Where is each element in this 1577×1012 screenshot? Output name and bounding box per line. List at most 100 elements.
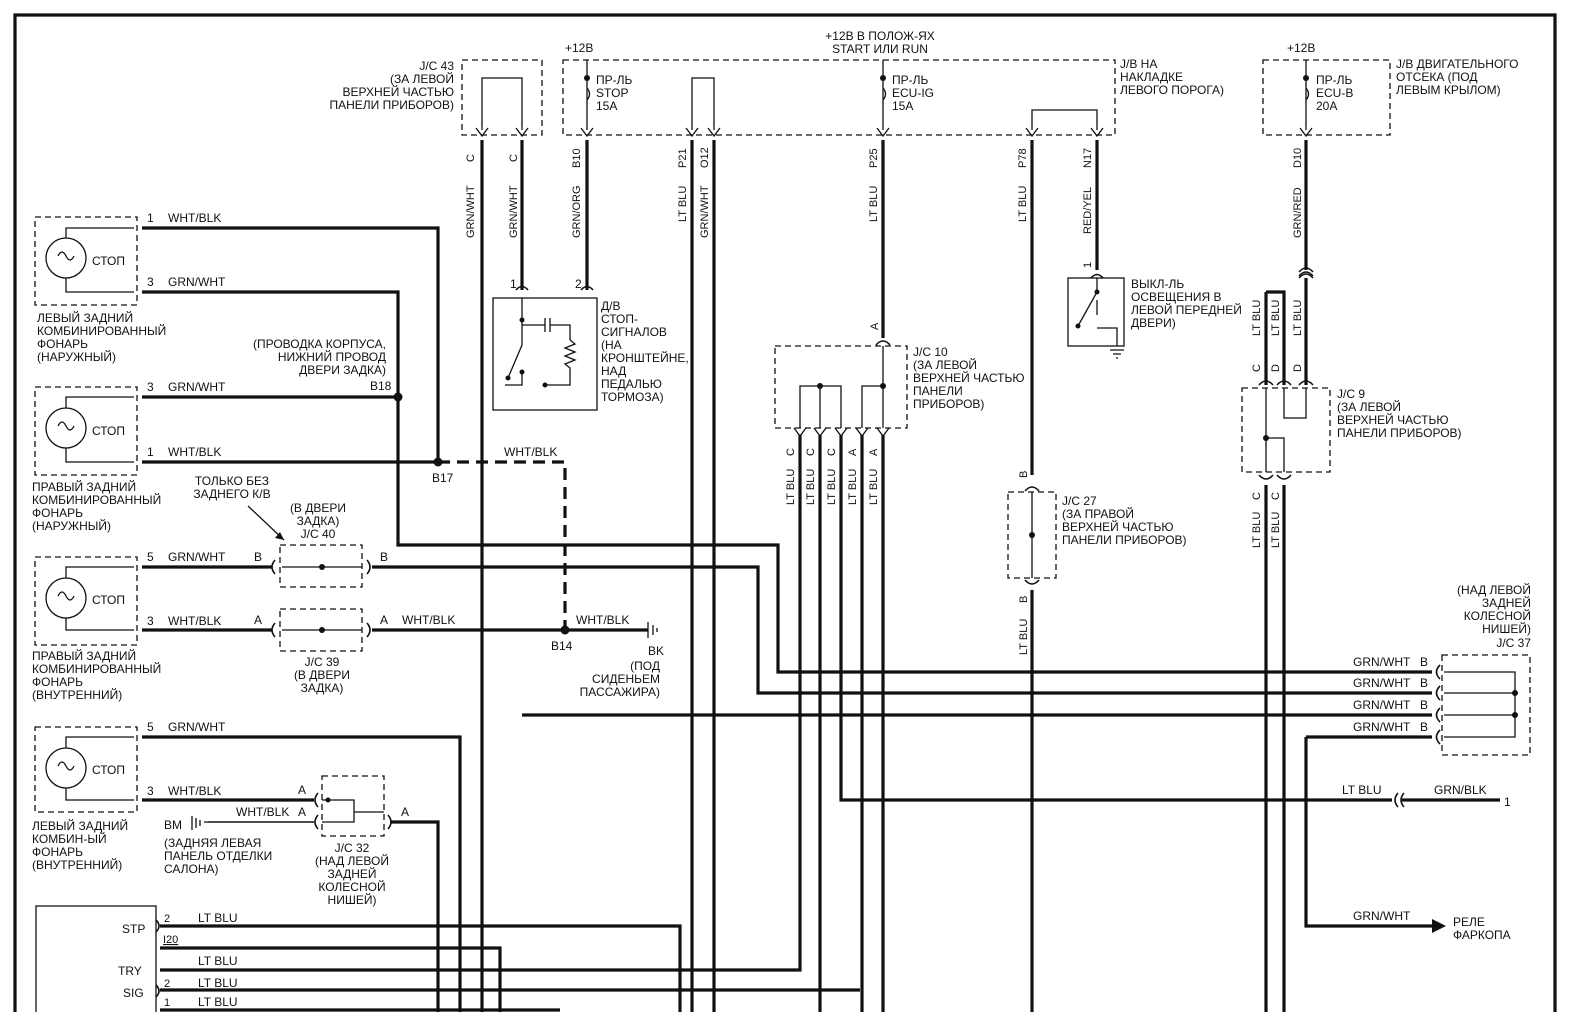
svg-text:РЕЛЕ: РЕЛЕ [1453,915,1485,929]
lamp-right-inner: СТОП 5 GRN/WHT 3 WHT/BLK ПРАВЫЙ ЗАДНИЙ К… [32,550,226,702]
svg-text:СТОП: СТОП [92,254,125,268]
jc40: (В ДВЕРИ ЗАДКА) J/C 40 B B [254,501,388,588]
svg-text:C: C [1270,492,1282,500]
svg-text:LT BLU: LT BLU [1018,619,1030,655]
ign-label-1: +12В В ПОЛОЖ-ЯХ [825,29,935,43]
svg-text:СТОП: СТОП [92,763,125,777]
svg-text:LT BLU: LT BLU [1270,300,1282,336]
svg-text:(НАРУЖНЫЙ): (НАРУЖНЫЙ) [37,349,116,364]
svg-text:GRN/WHT: GRN/WHT [1353,655,1411,669]
svg-text:СИГНАЛОВ: СИГНАЛОВ [601,325,667,339]
svg-text:WHT/BLK: WHT/BLK [168,784,221,798]
svg-text:GRN/WHT: GRN/WHT [168,275,226,289]
svg-text:C: C [826,448,838,456]
stop-switch: 1 2 Д/В СТОП- СИГНАЛОВ (НА КРОНШТЕЙНЕ, Н… [492,277,689,411]
svg-text:A: A [298,783,306,797]
svg-text:20A: 20A [1316,99,1337,113]
svg-text:A: A [401,805,409,819]
svg-text:ЛЕВОГО ПОРОГА): ЛЕВОГО ПОРОГА) [1120,83,1224,97]
svg-text:ТОРМОЗА): ТОРМОЗА) [601,390,664,404]
svg-text:J/C 37: J/C 37 [1496,636,1531,650]
svg-text:ПАНЕЛИ ПРИБОРОВ): ПАНЕЛИ ПРИБОРОВ) [1337,426,1462,440]
svg-text:GRN/WHT: GRN/WHT [508,185,520,238]
svg-text:ДВЕРИ ЗАДКА): ДВЕРИ ЗАДКА) [299,363,386,377]
svg-text:ПЕДАЛЬЮ: ПЕДАЛЬЮ [601,377,662,391]
svg-text:B18: B18 [370,379,392,393]
svg-text:ВЕРХНЕЙ ЧАСТЬЮ: ВЕРХНЕЙ ЧАСТЬЮ [913,370,1024,385]
svg-text:RED/YEL: RED/YEL [1082,187,1094,234]
svg-text:НАД: НАД [601,364,626,378]
svg-text:САЛОНА): САЛОНА) [164,862,219,876]
svg-text:ПРИБОРОВ): ПРИБОРОВ) [913,397,984,411]
svg-text:ФОНАРЬ: ФОНАРЬ [32,675,83,689]
bm-ground: BM (ЗАДНЯЯ ЛЕВАЯ ПАНЕЛЬ ОТДЕЛКИ САЛОНА) [164,816,272,876]
svg-text:НИШЕЙ): НИШЕЙ) [1482,621,1531,636]
svg-text:B10: B10 [571,148,583,168]
svg-text:J/C 32: J/C 32 [335,841,370,855]
svg-text:LT BLU: LT BLU [785,469,797,505]
svg-text:I20: I20 [163,934,178,946]
svg-text:P25: P25 [868,148,880,168]
ign-label-2: START ИЛИ RUN [832,42,928,56]
svg-text:LT BLU: LT BLU [198,995,238,1009]
svg-text:КОМБИНИРОВАННЫЙ: КОМБИНИРОВАННЫЙ [32,492,161,507]
svg-text:WHT/BLK: WHT/BLK [504,445,557,459]
svg-text:ДВЕРИ): ДВЕРИ) [1131,316,1176,330]
svg-text:LT BLU: LT BLU [198,976,238,990]
svg-text:C: C [1251,492,1263,500]
svg-text:LT BLU: LT BLU [826,469,838,505]
svg-text:C: C [785,448,797,456]
svg-text:A: A [868,448,880,456]
svg-text:STOP: STOP [596,86,628,100]
svg-text:1: 1 [1504,795,1511,809]
svg-text:НИШЕЙ): НИШЕЙ) [328,892,377,907]
svg-text:GRN/WHT: GRN/WHT [1353,720,1411,734]
door-switch: 1 ВЫКЛ-ЛЬ ОСВЕЩЕНИЯ В ЛЕВОЙ ПЕРЕДНЕЙ ДВЕ… [1067,262,1242,359]
svg-text:КОМБИНИРОВАННЫЙ: КОМБИНИРОВАННЫЙ [32,661,161,676]
top-wire-colors: GRN/WHT GRN/WHT GRN/ORG LT BLU GRN/WHT L… [465,185,1304,238]
svg-text:B: B [1420,720,1428,734]
svg-text:GRN/WHT: GRN/WHT [1353,676,1411,690]
svg-text:СТОП: СТОП [92,424,125,438]
svg-text:2: 2 [164,978,170,990]
svg-text:A: A [380,613,388,627]
svg-text:J/C 27: J/C 27 [1062,494,1097,508]
b14-ground: B14 WHT/BLK BK (ПОД СИДЕНЬЕМ ПАССАЖИРА) [551,613,664,699]
jb-sill: J/B НА НАКЛАДКЕ ЛЕВОГО ПОРОГА) ПР-ЛЬ STO… [562,57,1224,138]
svg-text:A: A [847,448,859,456]
svg-text:LT BLU: LT BLU [677,186,689,222]
svg-text:(НА: (НА [601,338,622,352]
svg-text:LT BLU: LT BLU [847,469,859,505]
svg-text:1: 1 [510,277,517,291]
lamp-left-outer: СТОП 1 WHT/BLK 3 GRN/WHT ЛЕВЫЙ ЗАДНИЙ КО… [34,211,226,364]
svg-text:N17: N17 [1082,148,1094,168]
plus12-label-2: +12В [1287,41,1315,55]
svg-text:GRN/WHT: GRN/WHT [168,720,226,734]
svg-text:ПАНЕЛЬ ОТДЕЛКИ: ПАНЕЛЬ ОТДЕЛКИ [164,849,272,863]
svg-text:ФОНАРЬ: ФОНАРЬ [37,337,88,351]
svg-text:B: B [254,550,262,564]
svg-text:3: 3 [147,614,154,628]
svg-text:GRN/WHT: GRN/WHT [699,185,711,238]
svg-text:КОМБИНИРОВАННЫЙ: КОМБИНИРОВАННЫЙ [37,323,166,338]
body-wiring-note: (ПРОВОДКА КОРПУСА, НИЖНИЙ ПРОВОД ДВЕРИ З… [253,337,557,485]
svg-text:ЗАДКА): ЗАДКА) [301,681,344,695]
svg-text:ЗАДКА): ЗАДКА) [297,514,340,528]
svg-text:C: C [1251,364,1263,372]
svg-text:ФОНАРЬ: ФОНАРЬ [32,845,83,859]
svg-text:2: 2 [164,913,170,925]
svg-text:КОЛЕСНОЙ: КОЛЕСНОЙ [1464,608,1531,623]
svg-text:ЛЕВЫМ КРЫЛОМ): ЛЕВЫМ КРЫЛОМ) [1396,83,1501,97]
svg-text:КОЛЕСНОЙ: КОЛЕСНОЙ [318,879,385,894]
svg-text:J/C 39: J/C 39 [305,655,340,669]
svg-text:LT BLU: LT BLU [1017,186,1029,222]
svg-text:15A: 15A [892,99,913,113]
lamp-left-inner: СТОП 5 GRN/WHT 3 WHT/BLK ЛЕВЫЙ ЗАДНИЙ КО… [32,720,226,872]
svg-text:5: 5 [147,550,154,564]
svg-text:LT BLU: LT BLU [1292,300,1304,336]
svg-text:СИДЕНЬЕМ: СИДЕНЬЕМ [592,672,660,686]
svg-text:ТОЛЬКО БЕЗ: ТОЛЬКО БЕЗ [195,474,269,488]
svg-text:ВЕРХНЕЙ ЧАСТЬЮ: ВЕРХНЕЙ ЧАСТЬЮ [1062,519,1173,534]
svg-text:GRN/WHT: GRN/WHT [168,380,226,394]
